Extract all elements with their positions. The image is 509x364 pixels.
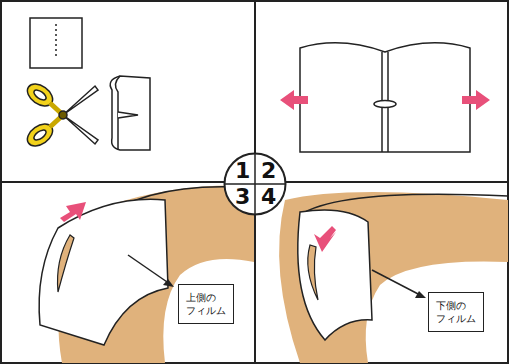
film-label: 上側の フィルム xyxy=(186,291,226,317)
step-circle: 1234 xyxy=(223,152,287,216)
step-number: 4 xyxy=(261,186,276,208)
film-label: 下側の フィルム xyxy=(436,299,476,325)
film-sheet: 下側の フィルム xyxy=(428,292,484,332)
film-sheet: 上側の フィルム xyxy=(178,284,234,324)
step-number: 3 xyxy=(235,186,250,208)
step-number: 1 xyxy=(235,160,250,182)
circle-outline xyxy=(223,152,287,216)
step-number: 2 xyxy=(261,160,276,182)
